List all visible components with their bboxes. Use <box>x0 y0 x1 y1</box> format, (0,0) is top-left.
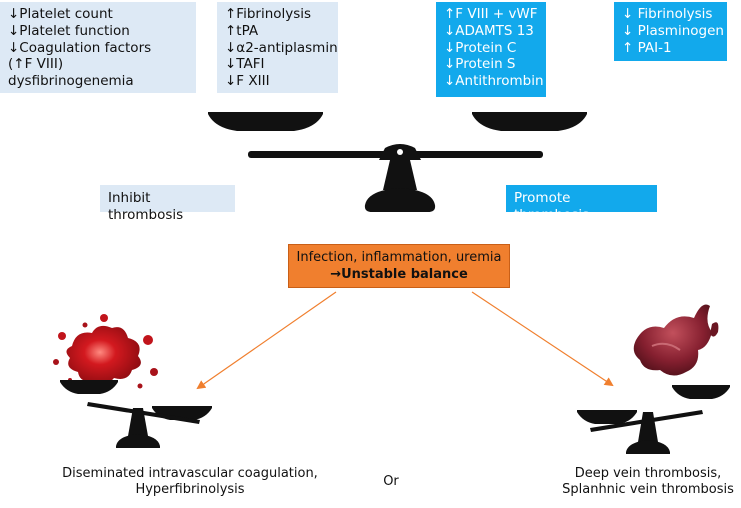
bleeding-factor: ↓Platelet count <box>8 6 113 22</box>
fibrinolysis-factor: ↓α2-antiplasmin <box>225 39 338 56</box>
tilted-left-scale-icon <box>60 380 212 448</box>
unstable-balance-box: Infection, inflammation, uremia →Unstabl… <box>288 244 510 288</box>
promote-thrombosis-label: Promote thrombosis <box>506 185 657 223</box>
procoagulant-factor: ↓Protein C <box>444 39 517 56</box>
procoagulant-factor: ↑F VIII + vWF <box>444 6 538 22</box>
tilted-right-scale-icon <box>577 385 730 454</box>
procoagulant-factor: ↓ADAMTS 13 <box>444 22 534 39</box>
or-label: Or <box>383 474 399 489</box>
fibrinolysis-factor: ↓F XIII <box>225 73 270 90</box>
arrow-to-bleeding <box>196 291 337 390</box>
fibrinolysis-factor: ↓TAFI <box>225 56 265 73</box>
thrombosis-outcome-caption: Deep vein thrombosis, Splanhnic vein thr… <box>555 466 741 498</box>
antifibrinolytic-factor: ↑ PAI-1 <box>622 39 672 56</box>
blood-splatter-icon <box>53 314 158 389</box>
arrow-to-thrombosis <box>471 291 614 387</box>
bleeding-outcome-caption: Diseminated intravascular coagulation, H… <box>55 466 325 498</box>
caption-line: Hyperfibrinolysis <box>135 482 245 497</box>
caption-line: Deep vein thrombosis, <box>574 466 722 481</box>
procoagulant-factor: ↓Antithrombin <box>444 73 544 90</box>
caption-line: Diseminated intravascular coagulation, <box>62 466 318 481</box>
blood-clot-icon <box>633 304 719 376</box>
bleeding-factors-box: ↓Platelet count ↓Platelet function ↓Coag… <box>0 2 196 93</box>
bleeding-factor: ↓Coagulation factors <box>8 39 152 56</box>
bleeding-factor: dysfibrinogenemia <box>8 73 134 90</box>
inhibit-thrombosis-label: Inhibit thrombosis <box>100 185 235 223</box>
fibrinolysis-factor: ↑Fibrinolysis <box>225 6 312 22</box>
bleeding-factor: ↓Platelet function <box>8 22 130 39</box>
fibrinolysis-factors-box: ↑Fibrinolysis ↑tPA ↓α2-antiplasmin ↓TAFI… <box>217 2 338 93</box>
antifibrinolytic-factors-box: ↓ Fibrinolysis ↓ Plasminogen ↑ PAI-1 <box>614 2 727 61</box>
bleeding-factor: (↑F VIII) <box>8 56 64 73</box>
antifibrinolytic-factor: ↓ Fibrinolysis <box>622 6 713 22</box>
procoagulant-factor: ↓Protein S <box>444 56 516 73</box>
unstable-balance-text: →Unstable balance <box>330 267 468 282</box>
balance-scale-icon <box>208 112 587 212</box>
procoagulant-factors-box: ↑F VIII + vWF ↓ADAMTS 13 ↓Protein C ↓Pro… <box>436 2 546 97</box>
triggers-text: Infection, inflammation, uremia <box>296 250 502 265</box>
fibrinolysis-factor: ↑tPA <box>225 22 259 39</box>
caption-line: Splanhnic vein thrombosis <box>562 482 734 497</box>
antifibrinolytic-factor: ↓ Plasminogen <box>622 22 724 39</box>
